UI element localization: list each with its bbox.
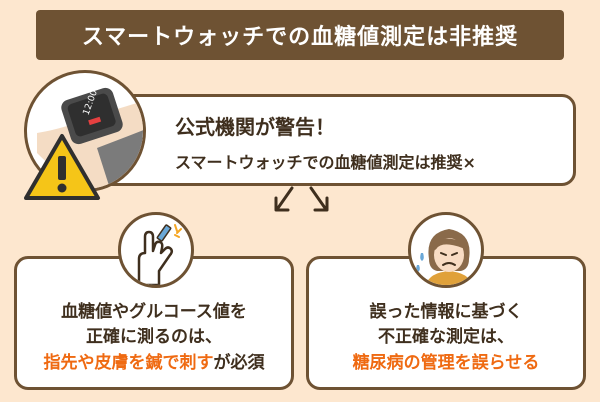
right-card-highlight: 糖尿病の管理を誤らせる (352, 352, 540, 373)
warning-card: 公式機関が警告！ スマートウォッチでの血糖値測定は推奨× (70, 94, 576, 186)
arrow-left-icon (274, 186, 294, 212)
left-card-line2: 正確に測るのは、 (86, 327, 222, 348)
warning-text: スマートウォッチでの血糖値測定は推奨× (175, 153, 476, 172)
right-card-line1: 誤った情報に基づく (369, 301, 523, 322)
warning-icon (24, 134, 100, 200)
left-card-line3: 指先や皮膚を鍼で刺すが必須 (44, 351, 265, 377)
left-card-line3-rest: が必須 (213, 352, 265, 373)
finger-prick-circle (118, 212, 194, 288)
arrow-right-icon (309, 186, 329, 212)
worried-woman-circle (408, 212, 484, 288)
right-card-line2: 不正確な測定は、 (378, 327, 514, 348)
worried-woman-icon (416, 229, 473, 285)
page-title: スマートウォッチでの血糖値測定は非推奨 (36, 10, 564, 60)
left-card-line1: 血糖値やグルコース値を (61, 301, 247, 322)
right-card-line3: 糖尿病の管理を誤らせる (353, 351, 540, 377)
finger-prick-icon (137, 224, 182, 285)
left-card-highlight: 指先や皮膚を鍼で刺す (43, 352, 214, 373)
warning-heading: 公式機関が警告！ (175, 115, 335, 139)
